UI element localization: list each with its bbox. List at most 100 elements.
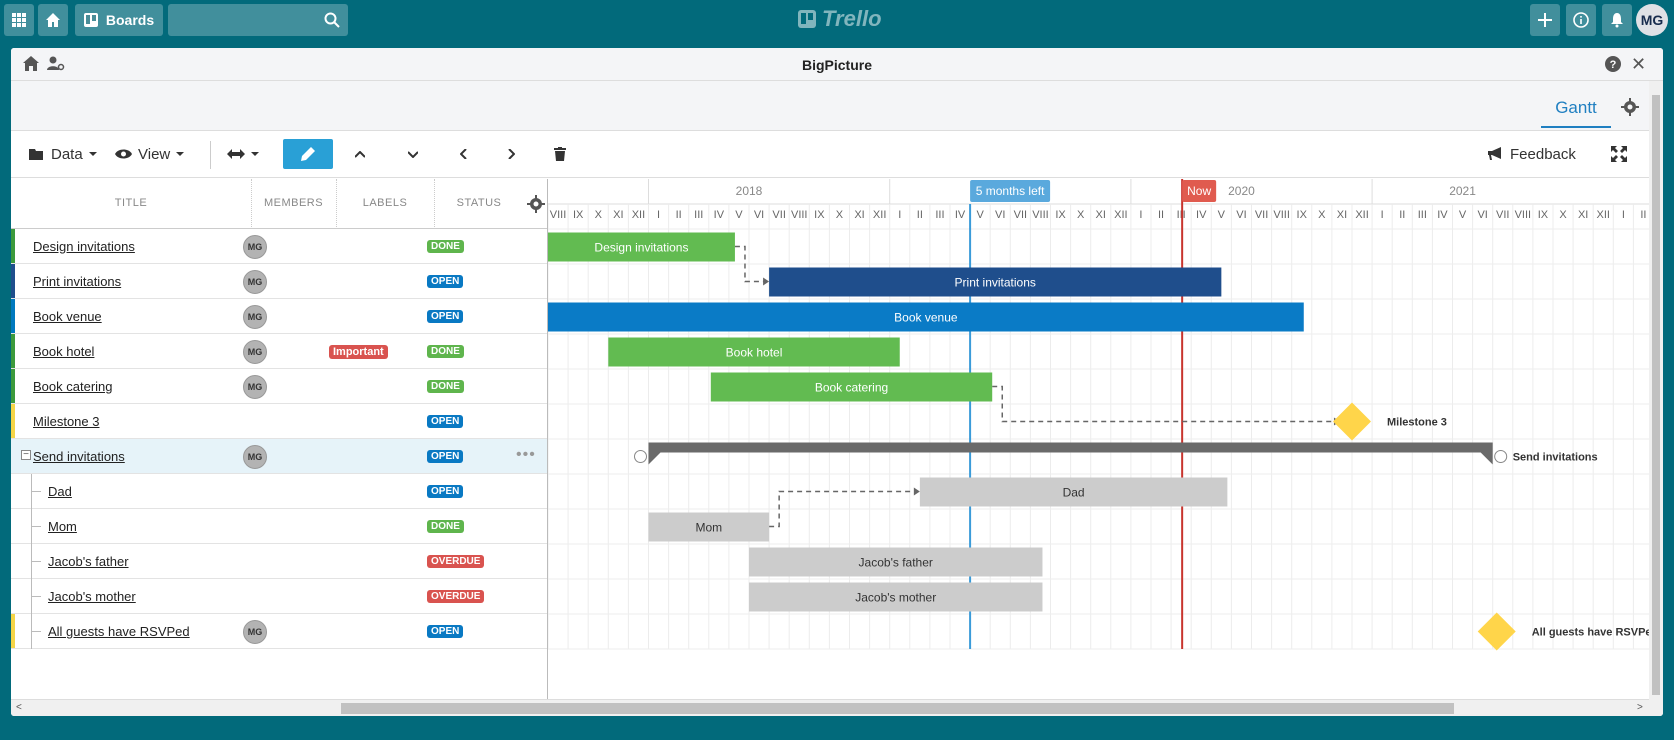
search-input[interactable] bbox=[168, 4, 348, 36]
group-summary-bar bbox=[648, 442, 1493, 453]
task-title[interactable]: Design invitations bbox=[33, 239, 135, 254]
vertical-scroll-thumb[interactable] bbox=[1652, 95, 1660, 695]
month-tick-label: III bbox=[1418, 209, 1427, 221]
month-tick-label: X bbox=[1318, 209, 1326, 221]
collapse-icon[interactable]: − bbox=[21, 450, 31, 460]
label-badge[interactable]: Important bbox=[329, 345, 388, 359]
task-title[interactable]: Book catering bbox=[33, 379, 113, 394]
status-badge[interactable]: OPEN bbox=[427, 415, 464, 428]
home-icon[interactable] bbox=[23, 56, 39, 74]
table-row[interactable]: Book catering MG DONE bbox=[11, 369, 547, 404]
home-button[interactable] bbox=[38, 4, 68, 36]
row-color-strip bbox=[11, 264, 15, 298]
avatar[interactable]: MG bbox=[243, 620, 267, 644]
column-settings-icon[interactable] bbox=[527, 195, 545, 216]
trello-logo[interactable]: Trello bbox=[798, 6, 882, 32]
task-bar-label: Book hotel bbox=[726, 346, 783, 360]
data-menu-button[interactable]: Data bbox=[29, 139, 97, 169]
column-members[interactable]: MEMBERS bbox=[263, 197, 324, 209]
task-title[interactable]: Book venue bbox=[33, 309, 102, 324]
info-button[interactable] bbox=[1566, 4, 1596, 36]
chevron-down-icon bbox=[88, 152, 97, 156]
month-tick-label: I bbox=[1622, 209, 1625, 221]
gear-icon[interactable] bbox=[1621, 98, 1639, 119]
table-row[interactable]: Book venue MG OPEN bbox=[11, 299, 547, 334]
horizontal-scrollbar[interactable]: < > bbox=[11, 699, 1649, 716]
board-icon bbox=[83, 13, 98, 27]
delete-button[interactable] bbox=[554, 139, 566, 169]
avatar[interactable]: MG bbox=[243, 305, 267, 329]
boards-button[interactable]: Boards bbox=[75, 4, 163, 36]
task-title[interactable]: Print invitations bbox=[33, 274, 122, 289]
avatar[interactable]: MG bbox=[243, 375, 267, 399]
avatar[interactable]: MG bbox=[243, 445, 267, 469]
task-bar bbox=[919, 477, 1228, 507]
create-button[interactable] bbox=[1530, 4, 1560, 36]
task-title[interactable]: Jacob's father bbox=[48, 554, 129, 569]
table-row[interactable]: Jacob's mother OVERDUE bbox=[11, 579, 547, 614]
outdent-button[interactable] bbox=[460, 139, 467, 169]
view-menu-button[interactable]: View bbox=[115, 139, 185, 169]
table-row[interactable]: −Send invitations MG OPEN ••• bbox=[11, 439, 547, 474]
scale-button[interactable] bbox=[227, 139, 259, 169]
status-badge[interactable]: OPEN bbox=[427, 450, 464, 463]
status-badge[interactable]: OVERDUE bbox=[427, 555, 485, 568]
table-row[interactable]: All guests have RSVPed MG OPEN bbox=[11, 614, 547, 649]
status-badge[interactable]: DONE bbox=[427, 520, 464, 533]
group-start-handle bbox=[634, 450, 647, 463]
month-tick-label: X bbox=[836, 209, 844, 221]
help-icon[interactable]: ? bbox=[1605, 56, 1621, 75]
status-badge[interactable]: DONE bbox=[427, 240, 464, 253]
column-status[interactable]: STATUS bbox=[456, 197, 502, 209]
task-title[interactable]: Milestone 3 bbox=[33, 414, 100, 429]
table-row[interactable]: Design invitations MG DONE bbox=[11, 229, 547, 264]
table-row[interactable]: Milestone 3 OPEN bbox=[11, 404, 547, 439]
close-icon[interactable]: ✕ bbox=[1631, 54, 1647, 74]
notifications-button[interactable] bbox=[1602, 4, 1632, 36]
scroll-left-icon[interactable]: < bbox=[16, 702, 22, 713]
task-title[interactable]: Jacob's mother bbox=[48, 589, 136, 604]
move-up-button[interactable] bbox=[355, 139, 365, 169]
avatar[interactable]: MG bbox=[243, 235, 267, 259]
task-title[interactable]: Book hotel bbox=[33, 344, 95, 359]
apps-button[interactable] bbox=[4, 4, 34, 36]
status-badge[interactable]: DONE bbox=[427, 380, 464, 393]
table-row[interactable]: Jacob's father OVERDUE bbox=[11, 544, 547, 579]
fullscreen-button[interactable] bbox=[1611, 139, 1627, 169]
more-options-icon[interactable]: ••• bbox=[516, 446, 536, 463]
month-tick-label: XII bbox=[1355, 209, 1368, 221]
table-row[interactable]: Book hotel MG Important DONE bbox=[11, 334, 547, 369]
status-badge[interactable]: OVERDUE bbox=[427, 590, 485, 603]
vertical-scrollbar[interactable] bbox=[1649, 81, 1663, 716]
column-title[interactable]: TITLE bbox=[114, 197, 148, 209]
edit-mode-button[interactable] bbox=[283, 139, 333, 169]
status-badge[interactable]: OPEN bbox=[427, 275, 464, 288]
status-badge[interactable]: OPEN bbox=[427, 625, 464, 638]
table-row[interactable]: Mom DONE bbox=[11, 509, 547, 544]
avatar[interactable]: MG bbox=[243, 270, 267, 294]
horizontal-scroll-thumb[interactable] bbox=[341, 703, 1454, 714]
expand-icon bbox=[1611, 146, 1627, 162]
task-title[interactable]: All guests have RSVPed bbox=[48, 624, 190, 639]
status-badge[interactable]: OPEN bbox=[427, 310, 464, 323]
tab-gantt[interactable]: Gantt bbox=[1541, 98, 1611, 128]
move-down-button[interactable] bbox=[408, 139, 418, 169]
task-title[interactable]: Send invitations bbox=[33, 449, 125, 464]
scroll-right-icon[interactable]: > bbox=[1637, 702, 1643, 713]
row-color-strip bbox=[11, 369, 15, 403]
user-avatar[interactable]: MG bbox=[1636, 4, 1668, 36]
status-badge[interactable]: OPEN bbox=[427, 485, 464, 498]
task-title[interactable]: Mom bbox=[48, 519, 77, 534]
task-bar-label: Design invitations bbox=[594, 241, 688, 255]
now-label: Now bbox=[1187, 184, 1211, 198]
feedback-button[interactable]: Feedback bbox=[1488, 139, 1576, 169]
user-settings-icon[interactable] bbox=[47, 56, 65, 74]
indent-button[interactable] bbox=[508, 139, 515, 169]
column-labels[interactable]: LABELS bbox=[362, 197, 408, 209]
avatar[interactable]: MG bbox=[243, 340, 267, 364]
task-title[interactable]: Dad bbox=[48, 484, 72, 499]
table-row[interactable]: Print invitations MG OPEN bbox=[11, 264, 547, 299]
status-badge[interactable]: DONE bbox=[427, 345, 464, 358]
table-row[interactable]: Dad OPEN bbox=[11, 474, 547, 509]
